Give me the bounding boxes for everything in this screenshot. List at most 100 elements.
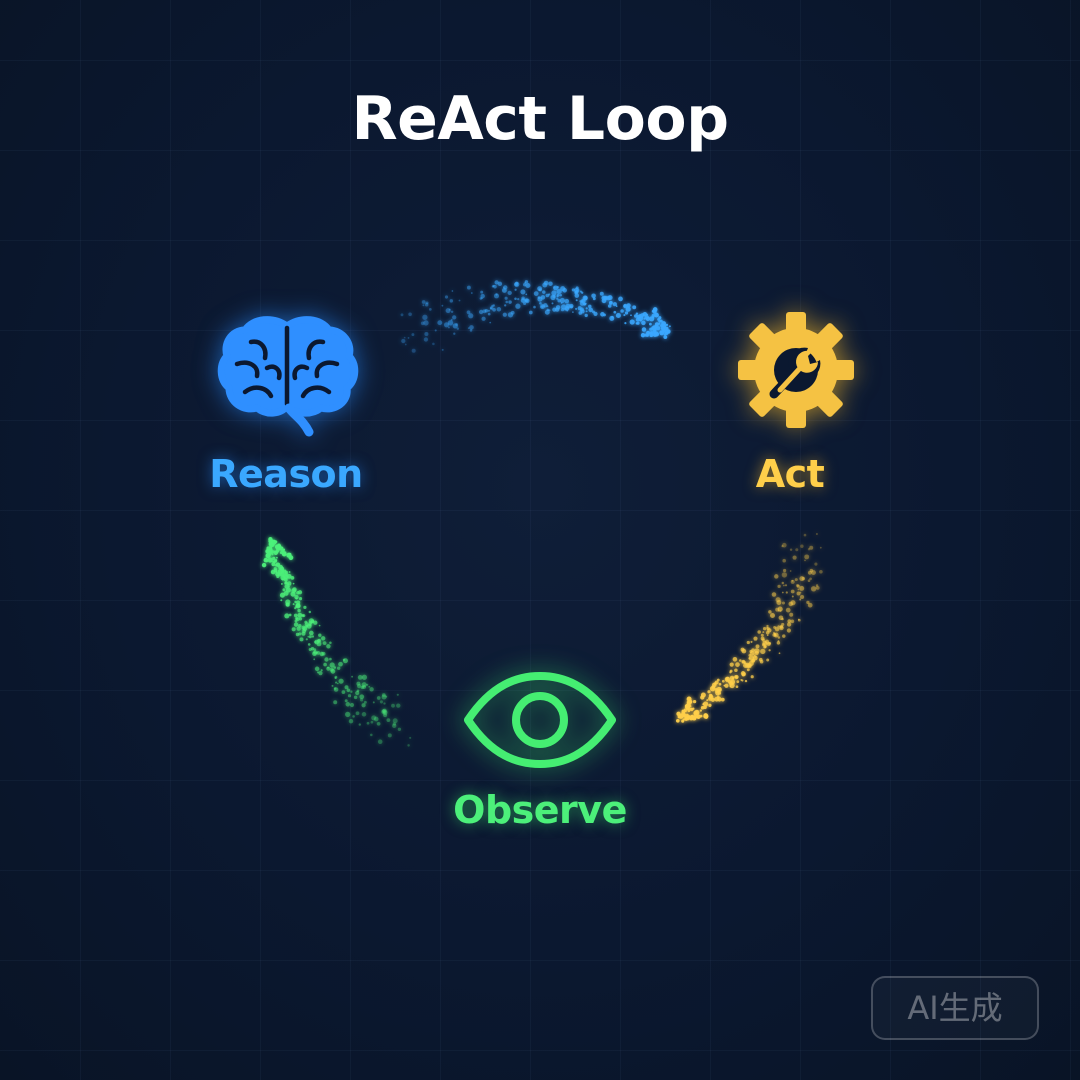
arrow-particle xyxy=(618,296,623,302)
arrow-particle xyxy=(353,695,358,700)
arrow-particle xyxy=(313,620,318,625)
arrow-particle xyxy=(665,323,669,327)
arrow-particle xyxy=(782,558,786,563)
arrow-particle xyxy=(635,312,639,315)
arrow-particle xyxy=(517,297,520,301)
arrow-particle xyxy=(550,294,556,301)
arrow-particle xyxy=(298,617,303,621)
arrow-particle xyxy=(809,577,812,581)
arrowhead-particle xyxy=(282,548,285,551)
arrow-particle xyxy=(692,707,695,710)
arrow-particle xyxy=(277,568,284,575)
arrow-particle xyxy=(502,312,507,317)
arrow-particle xyxy=(543,303,548,308)
arrow-particle xyxy=(411,333,415,337)
arrow-particle xyxy=(702,703,705,706)
arrow-particle xyxy=(725,677,729,681)
arrow-particle xyxy=(280,575,286,581)
arrow-particle xyxy=(359,694,365,700)
arrow-particle xyxy=(734,668,738,673)
arrow-particle xyxy=(690,707,693,710)
arrow-particle xyxy=(411,348,416,353)
arrow-particle xyxy=(329,662,335,668)
arrow-particle xyxy=(800,594,805,600)
arrow-particle xyxy=(298,596,303,601)
arrowhead-particle xyxy=(678,713,684,719)
arrow-particle xyxy=(272,560,275,564)
arrow-particle xyxy=(302,614,306,618)
arrow-particle xyxy=(708,693,713,698)
arrowhead-particle xyxy=(287,552,292,557)
arrow-particle xyxy=(369,687,374,692)
arrow-particle xyxy=(729,675,735,681)
arrow-particle xyxy=(815,584,819,587)
arrow-particle xyxy=(814,562,818,566)
arrow-particle xyxy=(308,610,312,614)
arrow-particle xyxy=(345,711,351,718)
arrow-particle xyxy=(746,640,750,645)
arrowhead-particle xyxy=(649,331,654,335)
arrow-particle xyxy=(787,619,792,624)
arrow-particle xyxy=(392,718,398,724)
observe-label: Observe xyxy=(453,788,627,832)
arrow-particle xyxy=(297,608,301,613)
arrow-particle xyxy=(585,310,588,313)
arrow-particle xyxy=(768,610,772,614)
arrow-particle xyxy=(668,325,671,328)
arrow-particle xyxy=(755,644,760,649)
arrow-particle xyxy=(766,624,769,628)
arrow-particle xyxy=(528,310,533,315)
arrow-particle xyxy=(782,634,786,638)
arrow-particle xyxy=(759,657,763,662)
arrow-particle xyxy=(489,306,494,310)
arrow-particle xyxy=(437,320,443,326)
arrow-particle xyxy=(778,615,784,621)
arrow-particle xyxy=(284,581,288,585)
arrow-particle xyxy=(753,636,758,641)
arrow-particle xyxy=(299,637,304,642)
arrow-particle xyxy=(575,286,579,290)
arrow-particle xyxy=(355,690,360,696)
arrow-particle xyxy=(765,631,770,635)
arrow-particle xyxy=(349,702,355,708)
arrow-particle xyxy=(806,600,810,605)
arrow-particle xyxy=(320,669,323,672)
arrow-particle xyxy=(675,718,680,723)
arrow-particle xyxy=(370,733,373,737)
arrow-particle xyxy=(307,635,310,638)
arrow-particle xyxy=(450,310,454,314)
gear-wrench-icon xyxy=(738,312,854,428)
arrow-particle xyxy=(612,302,617,307)
arrow-particle xyxy=(451,290,454,292)
arrow-particle xyxy=(544,309,550,315)
arrow-particle xyxy=(748,657,751,660)
arrow-particle xyxy=(799,576,805,582)
arrow-particle xyxy=(407,336,410,339)
arrow-particle xyxy=(507,290,512,296)
arrow-particle xyxy=(652,327,657,332)
arrow-particle xyxy=(401,338,406,344)
arrow-particle xyxy=(613,310,617,314)
arrow-particle xyxy=(341,690,346,694)
arrow-particle xyxy=(792,555,797,560)
arrow-particle xyxy=(548,281,553,286)
arrow-particle xyxy=(751,648,755,652)
arrow-particle xyxy=(312,651,317,657)
arrow-particle xyxy=(556,288,562,295)
arrow-particle xyxy=(775,597,781,603)
arrow-particle xyxy=(764,645,767,648)
arrow-particle xyxy=(280,599,283,602)
arrow-particle xyxy=(272,556,276,561)
arrow-particle xyxy=(539,301,542,305)
arrow-particle xyxy=(815,533,818,535)
arrow-particle xyxy=(468,313,474,319)
arrowhead-particle xyxy=(689,714,695,720)
arrow-particle xyxy=(546,308,550,312)
arrow-particle xyxy=(361,712,367,717)
reason-label: Reason xyxy=(209,452,363,496)
arrow-particle xyxy=(503,286,505,289)
arrow-act-to-observe xyxy=(675,533,823,723)
arrow-particle xyxy=(274,559,278,562)
arrow-particle xyxy=(574,293,580,298)
arrow-particle xyxy=(514,288,517,291)
